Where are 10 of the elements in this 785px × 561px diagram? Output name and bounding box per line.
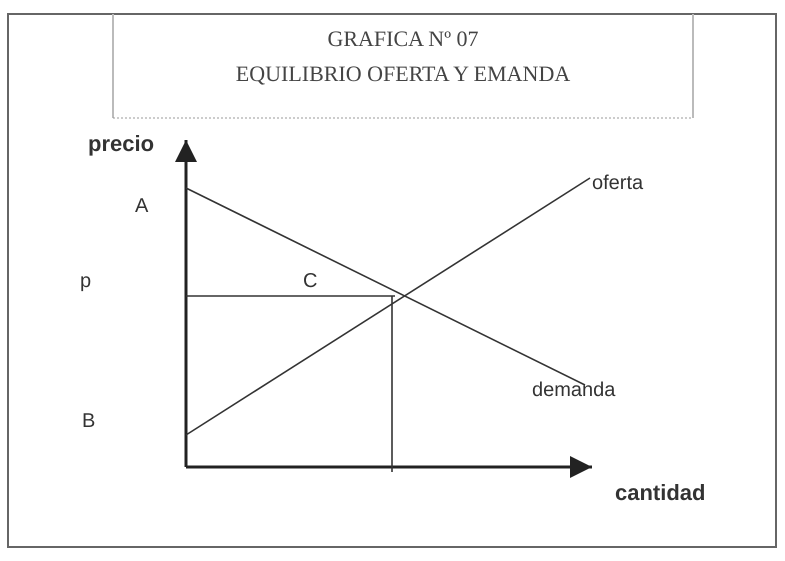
point-label: C	[303, 271, 318, 291]
chart-title-line: GRAFICA Nº 07	[327, 25, 479, 53]
axis-label: precio	[88, 133, 154, 155]
curve-label: oferta	[592, 173, 644, 193]
chart-title-line: EQUILIBRIO OFERTA Y EMANDA	[236, 60, 570, 88]
price-label: p	[80, 271, 92, 291]
axis-label: cantidad	[615, 482, 706, 504]
curve-label: demanda	[532, 380, 616, 400]
point-label: A	[135, 196, 148, 216]
point-label: B	[82, 411, 96, 431]
